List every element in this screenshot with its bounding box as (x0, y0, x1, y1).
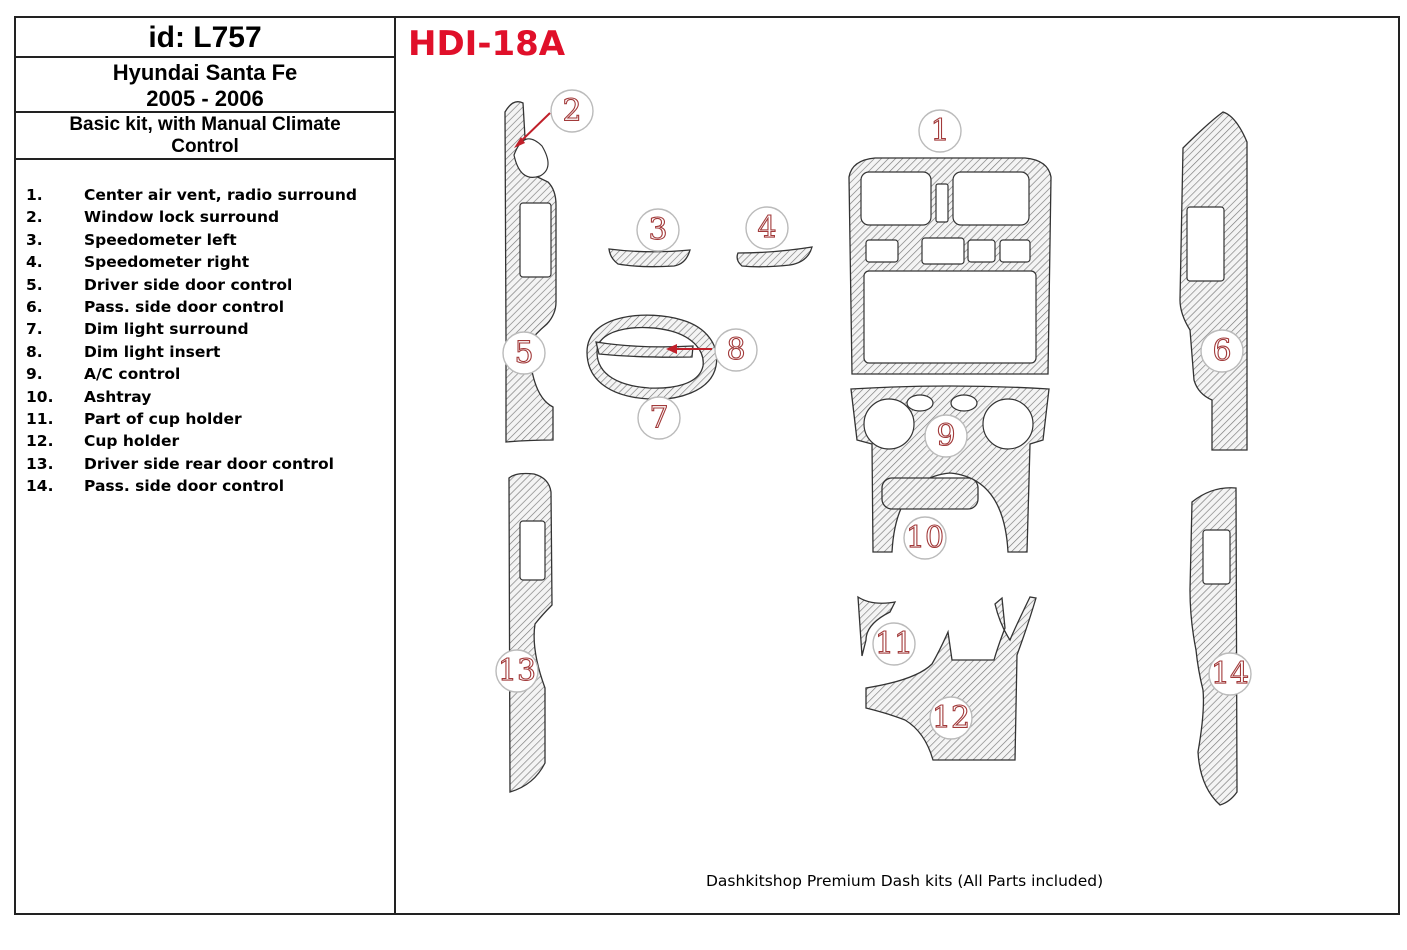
part-ashtray (881, 477, 979, 510)
part-speedometer-right (736, 246, 813, 268)
marker-5: 5 (502, 331, 546, 375)
kit-sheet: id: L757 Hyundai Santa Fe 2005 - 2006 Ba… (14, 16, 1400, 915)
marker-13: 13 (495, 649, 539, 693)
svg-text:5: 5 (514, 336, 533, 371)
list-item: 1.Center air vent, radio surround (26, 186, 357, 204)
svg-text:4: 4 (757, 211, 776, 246)
svg-text:11: 11 (875, 627, 913, 662)
arrow-part-8-head (666, 344, 677, 354)
svg-text:8: 8 (726, 333, 745, 368)
arrow-part-2 (517, 112, 551, 145)
vehicle-years: 2005 - 2006 (146, 86, 264, 111)
kit-code: HDI-18A (408, 24, 566, 64)
part-ac-control (850, 385, 1050, 553)
marker-14: 14 (1208, 652, 1252, 696)
kit-description: Basic kit, with Manual Climate Control (16, 113, 394, 160)
part-driver-rear-door-control (508, 472, 553, 793)
list-item: 6.Pass. side door control (26, 297, 285, 316)
footer-note: Dashkitshop Premium Dash kits (All Parts… (706, 872, 1104, 890)
part-dim-light-surround (586, 314, 718, 400)
part-center-vent-radio-surround (848, 157, 1052, 375)
info-panel: id: L757 Hyundai Santa Fe 2005 - 2006 Ba… (16, 18, 396, 913)
list-item: 2.Window lock surround (26, 208, 280, 227)
svg-text:7: 7 (649, 401, 668, 436)
list-item: 5.Driver side door control (26, 275, 293, 294)
list-item: 9.A/C control (26, 365, 181, 384)
marker-6: 6 (1200, 329, 1244, 373)
part-driver-door-control (504, 101, 557, 443)
marker-9: 9 (924, 414, 968, 458)
list-item: 11.Part of cup holder (26, 409, 242, 428)
svg-text:13: 13 (498, 654, 536, 689)
kit-description-line1: Basic kit, with Manual Climate (69, 114, 341, 135)
part-speedometer-left (608, 248, 691, 268)
list-item: 12.Cup holder (26, 432, 180, 451)
svg-text:14: 14 (1211, 657, 1249, 692)
list-item: 10.Ashtray (26, 387, 152, 406)
list-item: 14.Pass. side door control (26, 477, 285, 496)
marker-2: 2 (550, 89, 594, 133)
arrows (514, 112, 712, 354)
part-pass-rear-door-control (1189, 487, 1238, 806)
marker-11: 11 (872, 622, 916, 666)
svg-text:9: 9 (936, 419, 955, 454)
list-item: 8.Dim light insert (26, 342, 221, 361)
part-pass-door-control (1179, 111, 1248, 451)
list-item: 13.Driver side rear door control (26, 454, 334, 473)
marker-3: 3 (636, 208, 680, 252)
part-dim-light-insert (595, 341, 694, 358)
parts-list: 1.Center air vent, radio surround 2.Wind… (26, 184, 357, 497)
kit-id: id: L757 (16, 18, 394, 58)
vehicle-model: Hyundai Santa Fe (112, 60, 298, 85)
list-item: 4.Speedometer right (26, 253, 250, 272)
kit-description-line2: Control (171, 136, 239, 157)
marker-4: 4 (745, 206, 789, 250)
svg-text:10: 10 (906, 521, 944, 556)
part-cup-holder (865, 596, 1037, 761)
svg-text:3: 3 (648, 213, 667, 248)
marker-8: 8 (714, 328, 758, 372)
list-item: 3.Speedometer left (26, 230, 237, 249)
arrow-part-2-head (514, 137, 525, 148)
list-item: 7.Dim light surround (26, 320, 249, 339)
svg-text:2: 2 (562, 94, 581, 129)
marker-10: 10 (903, 516, 947, 560)
marker-12: 12 (929, 696, 973, 740)
marker-7: 7 (637, 396, 681, 440)
svg-text:1: 1 (930, 114, 949, 149)
svg-text:6: 6 (1212, 334, 1231, 369)
marker-1: 1 (918, 109, 962, 153)
svg-text:12: 12 (932, 701, 970, 736)
part-cup-holder-piece (857, 595, 897, 657)
vehicle-title: Hyundai Santa Fe 2005 - 2006 (16, 58, 394, 113)
